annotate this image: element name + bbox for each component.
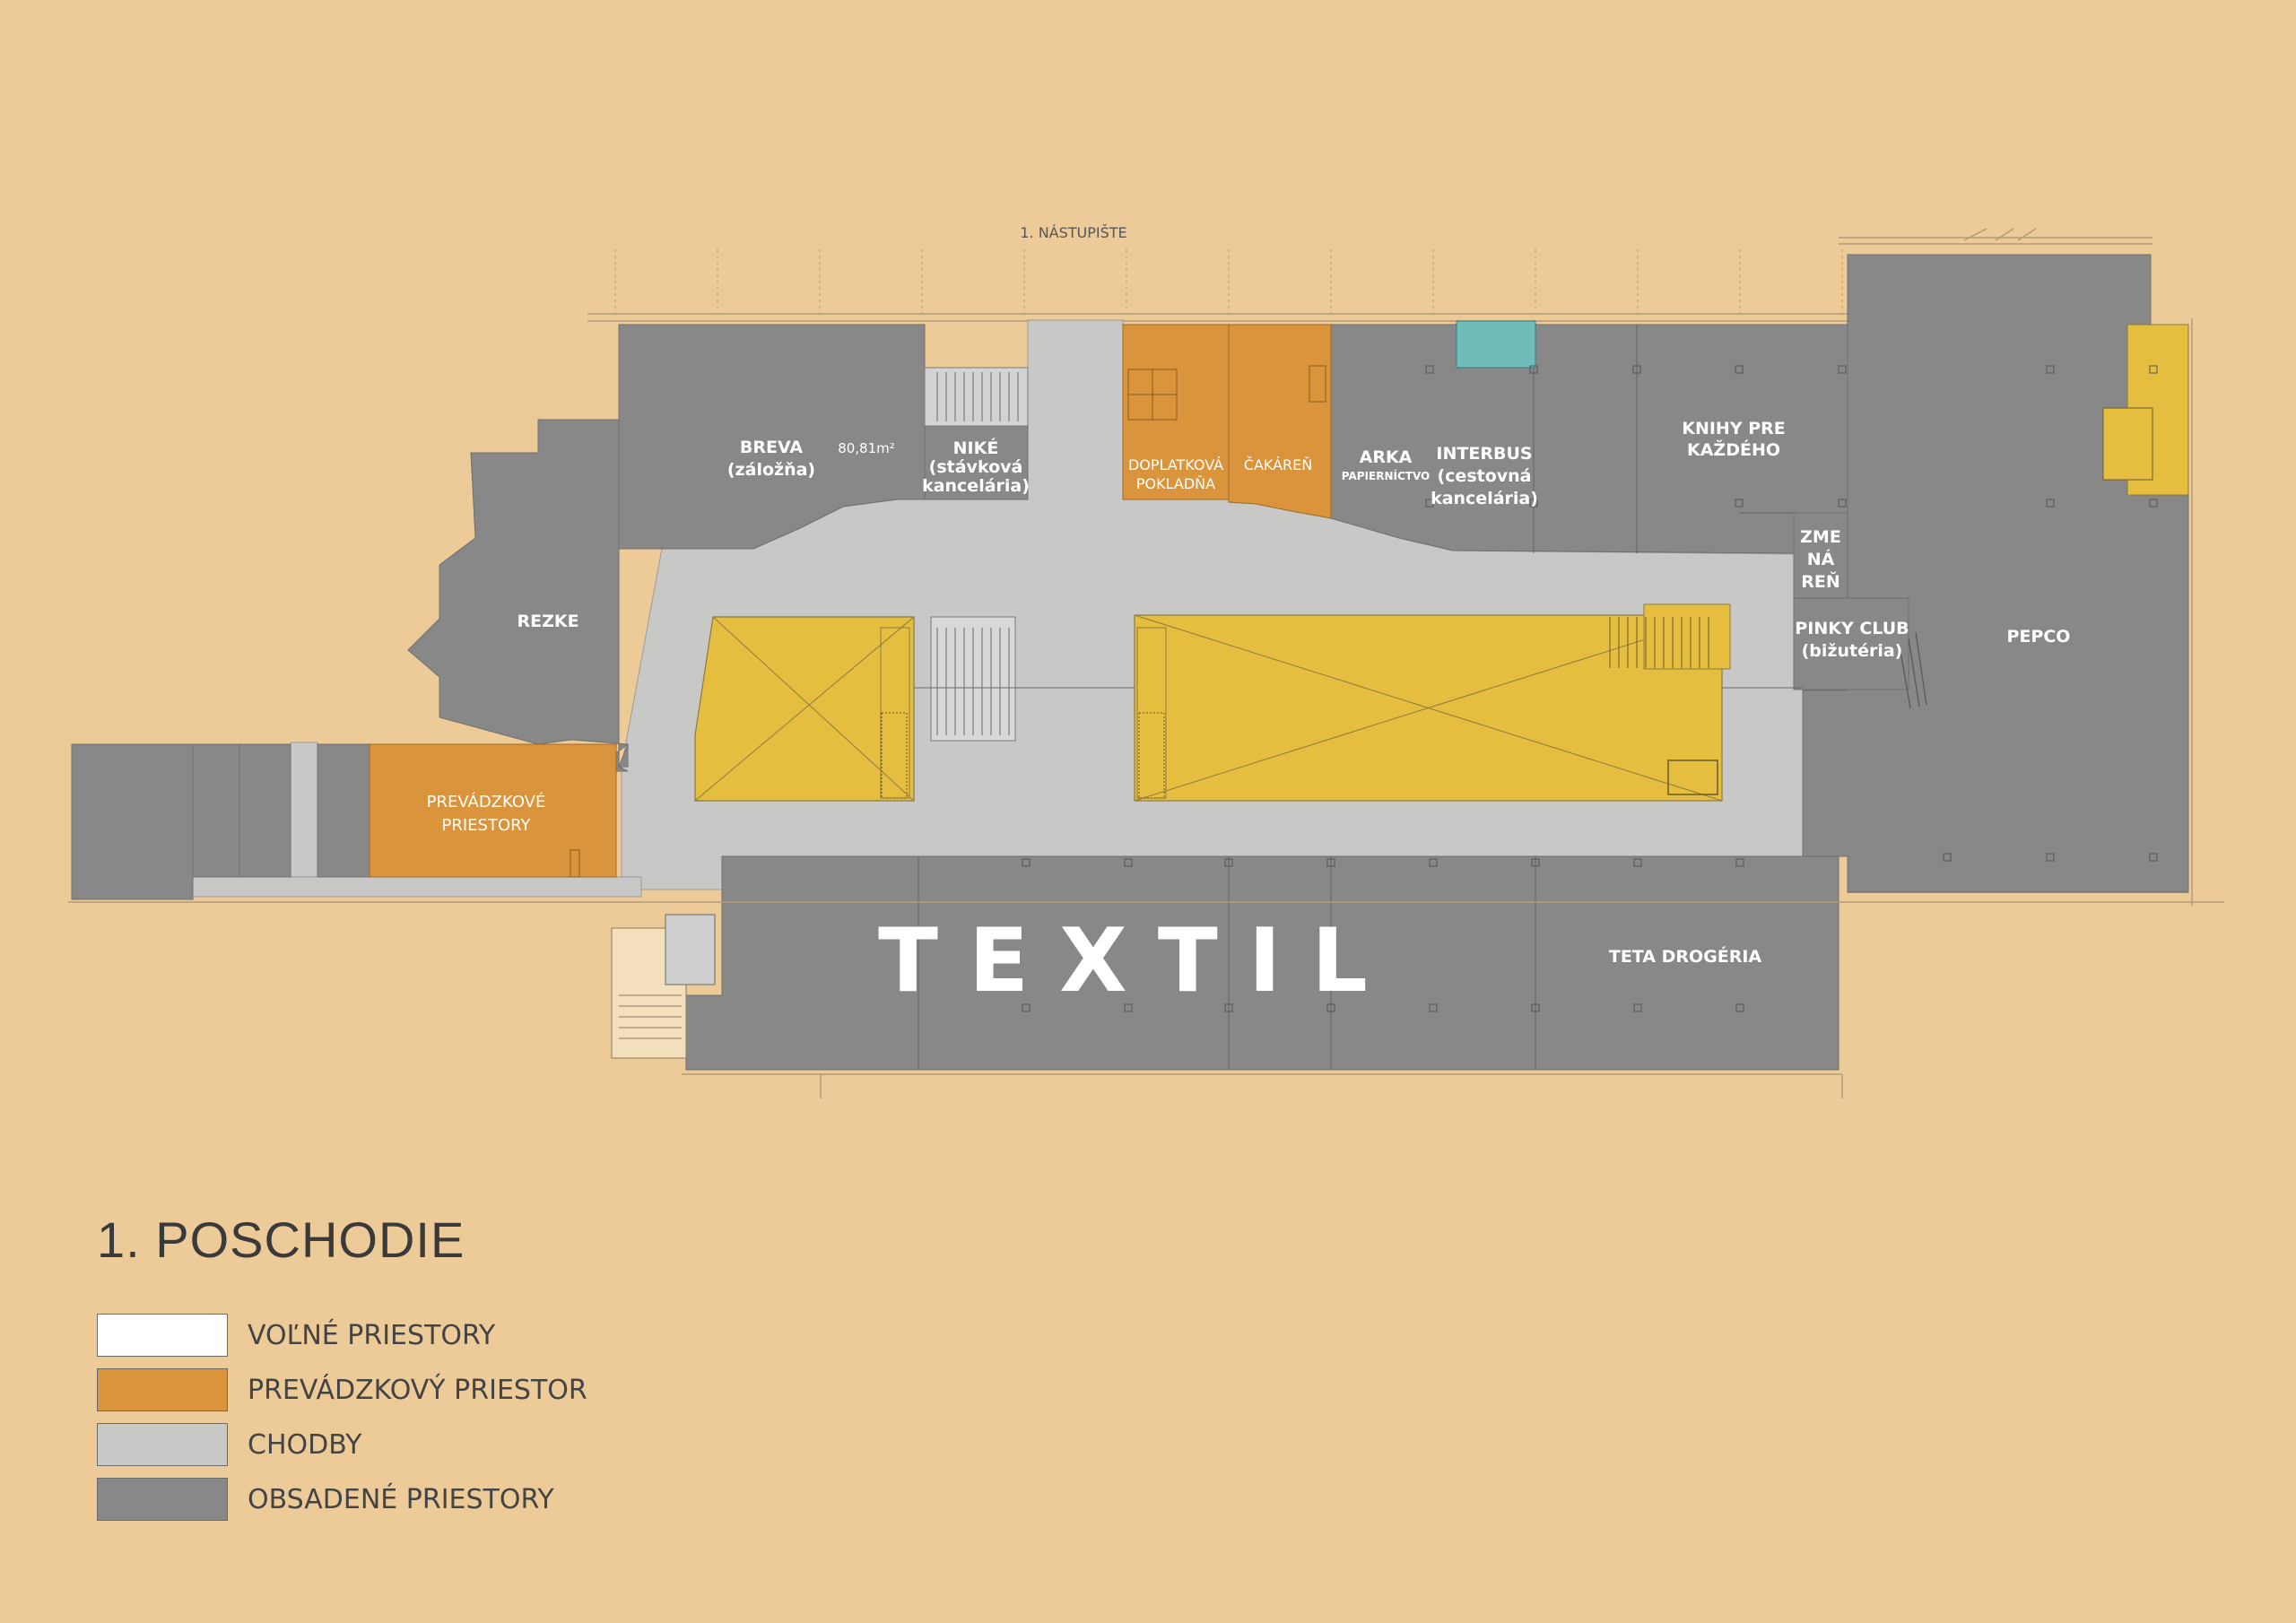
shop-left-block — [71, 743, 194, 900]
label-arka-sub: PAPIERNÍCTVO — [1342, 469, 1430, 482]
stairs-central — [914, 616, 1803, 742]
label-nike: NIKÉ — [953, 438, 999, 458]
platform-edge — [587, 228, 2152, 322]
shop-textil — [685, 855, 1839, 1071]
operational-details — [570, 365, 1326, 878]
stairs-bottom — [611, 914, 716, 1059]
legend: VOĽNÉ PRIESTORY PREVÁDZKOVÝ PRIESTOR CHO… — [97, 1313, 587, 1532]
shop-left-unit-3 — [317, 743, 370, 878]
shop-labels: BREVA (záložňa) 80,81m² NIKÉ (stávková k… — [427, 419, 2071, 1012]
label-prevadzkove-2: PRIESTORY — [442, 816, 532, 835]
label-interbus: INTERBUS — [1436, 444, 1532, 464]
stairs-nike — [924, 367, 1029, 427]
legend-label: OBSADENÉ PRIESTORY — [248, 1483, 554, 1515]
legend-item: VOĽNÉ PRIESTORY — [97, 1313, 587, 1358]
legend-label: PREVÁDZKOVÝ PRIESTOR — [248, 1374, 587, 1406]
label-zmenaren-2: NÁ — [1807, 549, 1835, 569]
label-arka: ARKA — [1360, 447, 1413, 467]
label-pinky: PINKY CLUB — [1795, 619, 1909, 638]
space-prevadzkove-priestory — [369, 743, 617, 878]
legend-swatch — [97, 1314, 228, 1357]
label-doplatkova-1: DOPLATKOVÁ — [1128, 456, 1223, 473]
escalator-voids — [694, 324, 2189, 802]
platform-guides — [614, 249, 1843, 318]
space-doplatkova-pokladna — [1122, 324, 1230, 500]
shop-left-unit-2 — [239, 743, 291, 878]
shop-rezke — [407, 419, 630, 772]
operational-spaces — [369, 324, 1332, 878]
label-cakaren: ČAKÁREŇ — [1244, 456, 1312, 473]
legend-item: OBSADENÉ PRIESTORY — [97, 1477, 587, 1522]
elevator — [1456, 320, 1536, 369]
corridor-left-stub — [290, 742, 318, 878]
label-teta-drogeria: TETA DROGÉRIA — [1609, 946, 1762, 967]
label-nike-sub2: kancelária) — [922, 476, 1030, 496]
label-zmenaren-1: ZME — [1800, 527, 1841, 547]
page-title: 1. POSCHODIE — [97, 1211, 465, 1268]
legend-label: VOĽNÉ PRIESTORY — [248, 1319, 496, 1351]
label-rezke: REZKE — [517, 612, 578, 631]
legend-swatch — [97, 1478, 228, 1521]
label-prevadzkove-1: PREVÁDZKOVÉ — [427, 792, 546, 812]
column-markers — [1022, 365, 2158, 1012]
legend-swatch — [97, 1368, 228, 1411]
shop-left-unit-1 — [192, 743, 240, 878]
label-nike-sub1: (stávková — [929, 457, 1023, 477]
label-knihy-2: KAŽDÉHO — [1687, 439, 1780, 460]
label-doplatkova-2: POKLADŇA — [1136, 475, 1215, 492]
label-zmenaren-3: REŇ — [1801, 571, 1840, 592]
label-breva: BREVA — [740, 438, 804, 457]
stairs-pepco — [1899, 631, 1927, 709]
legend-item: CHODBY — [97, 1422, 587, 1467]
label-pinky-sub: (bižutéria) — [1802, 641, 1903, 661]
space-cakaren — [1228, 324, 1332, 519]
label-textil: T E X T I L — [878, 910, 1368, 1012]
legend-swatch — [97, 1423, 228, 1466]
corridor-left-passage — [192, 876, 642, 898]
shop-nike — [924, 425, 1029, 500]
label-interbus-sub1: (cestovná — [1437, 466, 1531, 486]
label-breva-sub: (záložňa) — [727, 460, 815, 480]
platform-label: 1. NÁSTUPIŠTE — [1020, 224, 1126, 241]
occupied-spaces — [71, 254, 2189, 1071]
shop-arka-interbus-knihy — [1330, 324, 1848, 554]
shop-pinky-club — [1793, 597, 1909, 690]
label-pepco: PEPCO — [2007, 627, 2071, 647]
outline-edges — [68, 318, 2224, 1098]
shop-zmenaren — [1793, 512, 1848, 599]
label-interbus-sub2: kancelária) — [1431, 489, 1538, 508]
label-knihy-1: KNIHY PRE — [1682, 419, 1786, 438]
legend-label: CHODBY — [248, 1428, 362, 1461]
label-breva-area: 80,81m² — [838, 440, 895, 456]
legend-item: PREVÁDZKOVÝ PRIESTOR — [97, 1367, 587, 1412]
